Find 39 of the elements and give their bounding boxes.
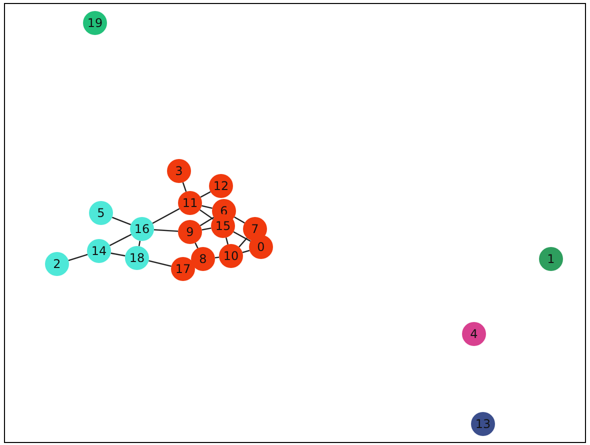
graph-node: 10: [219, 244, 243, 268]
graph-edge: [68, 254, 88, 262]
graph-edge: [148, 260, 172, 267]
graph-edge: [202, 228, 212, 230]
graph-edge: [242, 250, 250, 254]
graph-node: 17: [171, 257, 195, 281]
graph-node: 4: [462, 322, 486, 346]
graph-node: 8: [191, 247, 215, 271]
graph-node: 3: [167, 159, 191, 183]
graph-edge: [138, 240, 141, 246]
graph-edge: [112, 216, 132, 226]
graph-node: 14: [87, 239, 111, 263]
graph-edge: [110, 252, 126, 256]
graph-edge: [109, 234, 132, 246]
graph-node: 1: [539, 247, 563, 271]
graph-node: 5: [89, 201, 113, 225]
graph-edge: [234, 216, 245, 224]
graph-node: 0: [249, 235, 273, 259]
graph-edge: [214, 256, 220, 258]
graph-node: 19: [83, 11, 107, 35]
graph-edge: [200, 191, 211, 198]
graph-edge: [154, 229, 178, 232]
graph-edge: [202, 205, 212, 209]
graph-node: 18: [125, 246, 149, 270]
graph-node: 2: [45, 252, 69, 276]
graph-edge: [238, 238, 248, 248]
graph-node: 16: [130, 217, 154, 241]
graph-edge: [194, 242, 198, 248]
graph-edge: [200, 216, 214, 226]
graph-edge: [225, 237, 229, 245]
graph-node: 12: [209, 174, 233, 198]
graph-edge: [182, 182, 187, 192]
graph-edge: [199, 209, 214, 220]
graph-node: 9: [178, 220, 202, 244]
graph-node: 11: [178, 191, 202, 215]
graph-edge: [233, 231, 251, 242]
graph-node: 13: [471, 412, 495, 436]
graph-edge: [152, 208, 180, 224]
graph-node: 15: [211, 214, 235, 238]
